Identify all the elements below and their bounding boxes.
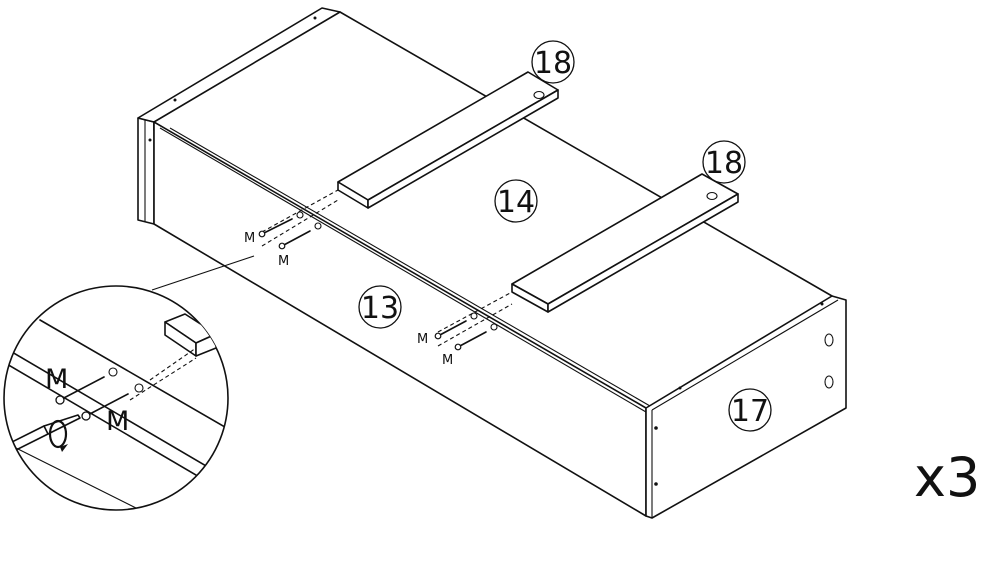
screw-icon (454, 323, 498, 351)
screw-label: M (244, 231, 255, 246)
part-callout-17: 17 (728, 388, 772, 432)
screw-label: M (417, 332, 428, 347)
rotate-arrow-icon (48, 419, 68, 452)
cleat-18-b (511, 173, 739, 313)
part-callout-13: 13 (358, 285, 402, 329)
screw-group-left (258, 211, 322, 250)
detail-leader-line (151, 255, 255, 291)
back-end-panel-top (137, 7, 341, 123)
part-callout-18-b: 18 (702, 140, 746, 184)
screw-icon (258, 211, 304, 238)
screw-icon (434, 312, 478, 340)
screw-label: M (106, 406, 129, 437)
screw-label: M (442, 353, 453, 368)
part-number: 17 (731, 394, 769, 429)
detail-magnifier: M M (3, 285, 229, 511)
screw-label: M (278, 254, 289, 269)
screw-icon (55, 367, 118, 405)
screw-label: M (45, 364, 68, 395)
quantity-label: x3 (914, 446, 980, 509)
part-number: 13 (361, 291, 399, 326)
part-callout-14: 14 (494, 179, 538, 223)
part-number: 18 (534, 46, 572, 81)
screw-icon (278, 222, 322, 250)
part-number: 18 (705, 146, 743, 181)
drawer-box (137, 7, 847, 519)
screw-group-right (434, 312, 498, 351)
part-callout-18-a: 18 (531, 40, 575, 84)
cleat-18-a (337, 71, 559, 209)
back-end-panel (137, 117, 155, 225)
part-number: 14 (497, 185, 535, 220)
screw-icon (81, 383, 144, 421)
